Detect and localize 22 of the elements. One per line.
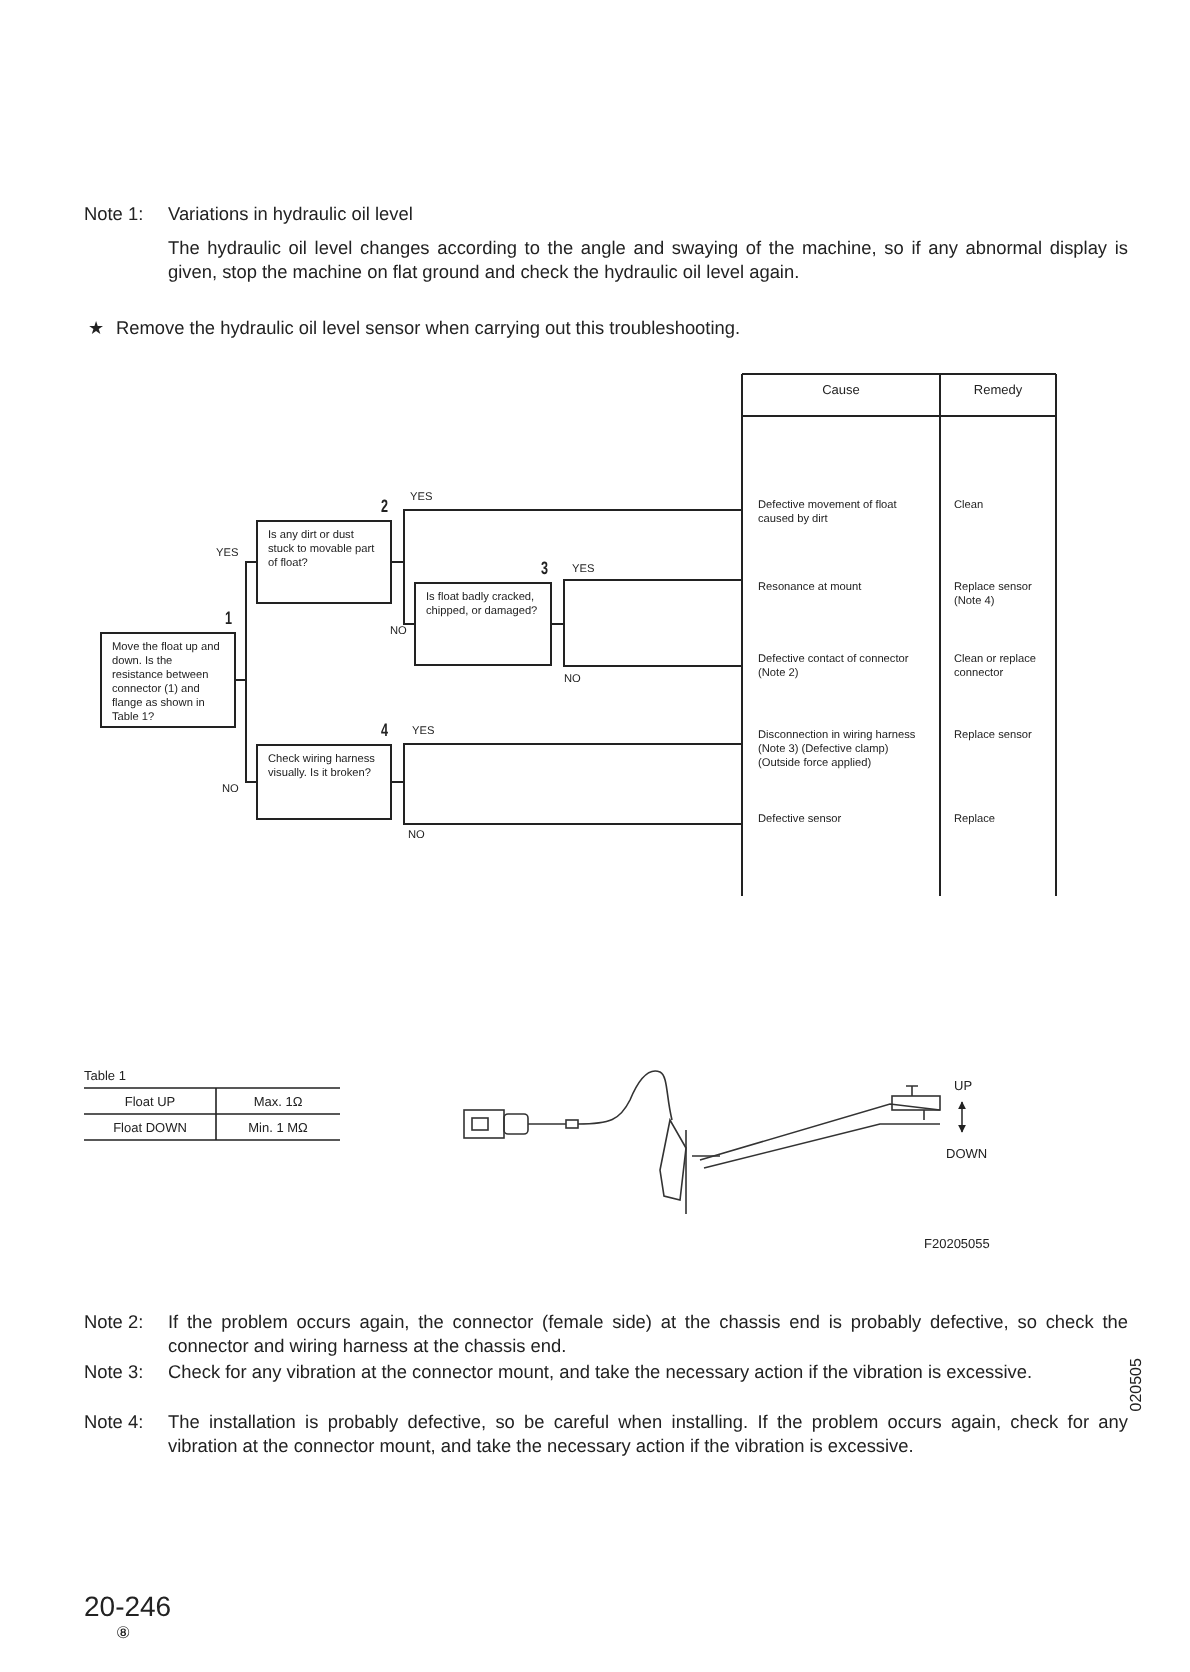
connector-line xyxy=(391,561,415,625)
note-label: Note 4: xyxy=(84,1412,146,1435)
note-text: If the problem occurs again, the connector (female side) at the chassis end is probably defective, so check the connector and wiring harness at the chassis end. xyxy=(168,1312,1128,1358)
note-text: The installation is probably defective, so be careful when installing. If the problem occurs again, check for any vibration at the connector mount, and take the necessary action if the vibration is excessive. xyxy=(168,1412,1128,1458)
page-number: 20-246 xyxy=(84,1590,174,1622)
note-text: The hydraulic oil level changes according to the angle and swaying of the machine, so if any abnormal display is given, stop the machine on flat ground and check the hydraulic oil level again. xyxy=(168,238,1128,284)
note-text: Check for any vibration at the connector mount, and take the necessary action if the vibration is excessive. xyxy=(168,1362,1035,1385)
note-heading: Variations in hydraulic oil level xyxy=(168,204,415,227)
star-mark: ★ xyxy=(88,318,106,341)
step-number: 3 xyxy=(541,560,548,578)
note-label: Note 2: xyxy=(84,1312,146,1335)
revision-mark: ⑧ xyxy=(116,1622,132,1645)
instruction-text: Remove the hydraulic oil level sensor when carrying out this troubleshooting. xyxy=(116,318,743,341)
step-number: 1 xyxy=(225,610,232,628)
figure-code: 020505 xyxy=(1124,1356,1147,1412)
note-label: Note 3: xyxy=(84,1362,146,1385)
connector-line xyxy=(551,623,743,667)
connector-line xyxy=(391,781,743,825)
step-number: 2 xyxy=(381,498,388,516)
step-number: 4 xyxy=(381,722,388,740)
note-label: Note 1: xyxy=(84,204,146,227)
connector-line xyxy=(235,679,257,783)
